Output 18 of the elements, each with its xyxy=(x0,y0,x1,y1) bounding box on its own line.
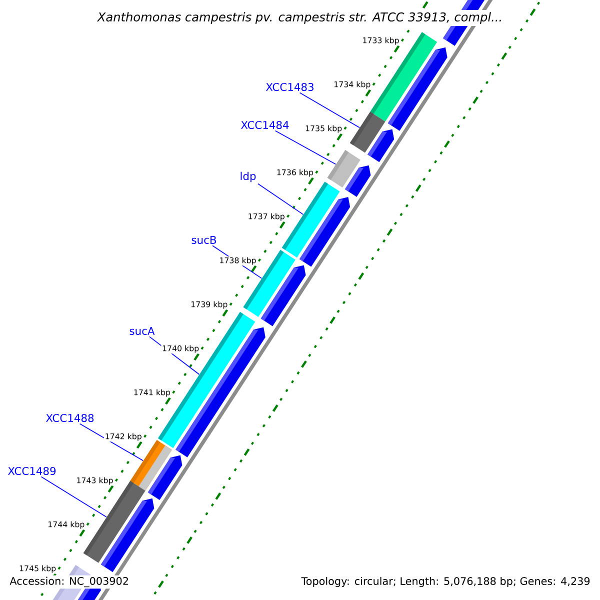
leader-line xyxy=(299,92,360,128)
gene-bar xyxy=(350,112,386,153)
gene-bar xyxy=(243,250,296,317)
gene-label: sucB xyxy=(192,236,216,244)
gene-label: ldp xyxy=(240,172,256,182)
gene-label: XCC1489 xyxy=(8,466,56,476)
gene-label: XCC1483 xyxy=(266,82,314,92)
leader-line xyxy=(79,423,144,462)
gene-label: sucA xyxy=(130,327,155,335)
footer-text: Topology: circular; Length: 5,076,188 bp; Genes: 4,239 xyxy=(300,576,592,588)
gene-label: XCC1488 xyxy=(46,414,94,422)
leader-line xyxy=(40,476,107,518)
gene-bar xyxy=(130,440,172,491)
gene-bar xyxy=(327,150,360,188)
gene-label: XCC1484 xyxy=(240,120,289,130)
title: Xanthomonas campestris pv. campestris str. ATCC 33913, compl... xyxy=(95,10,505,26)
leader-line xyxy=(258,183,304,215)
leader-line xyxy=(274,130,336,165)
